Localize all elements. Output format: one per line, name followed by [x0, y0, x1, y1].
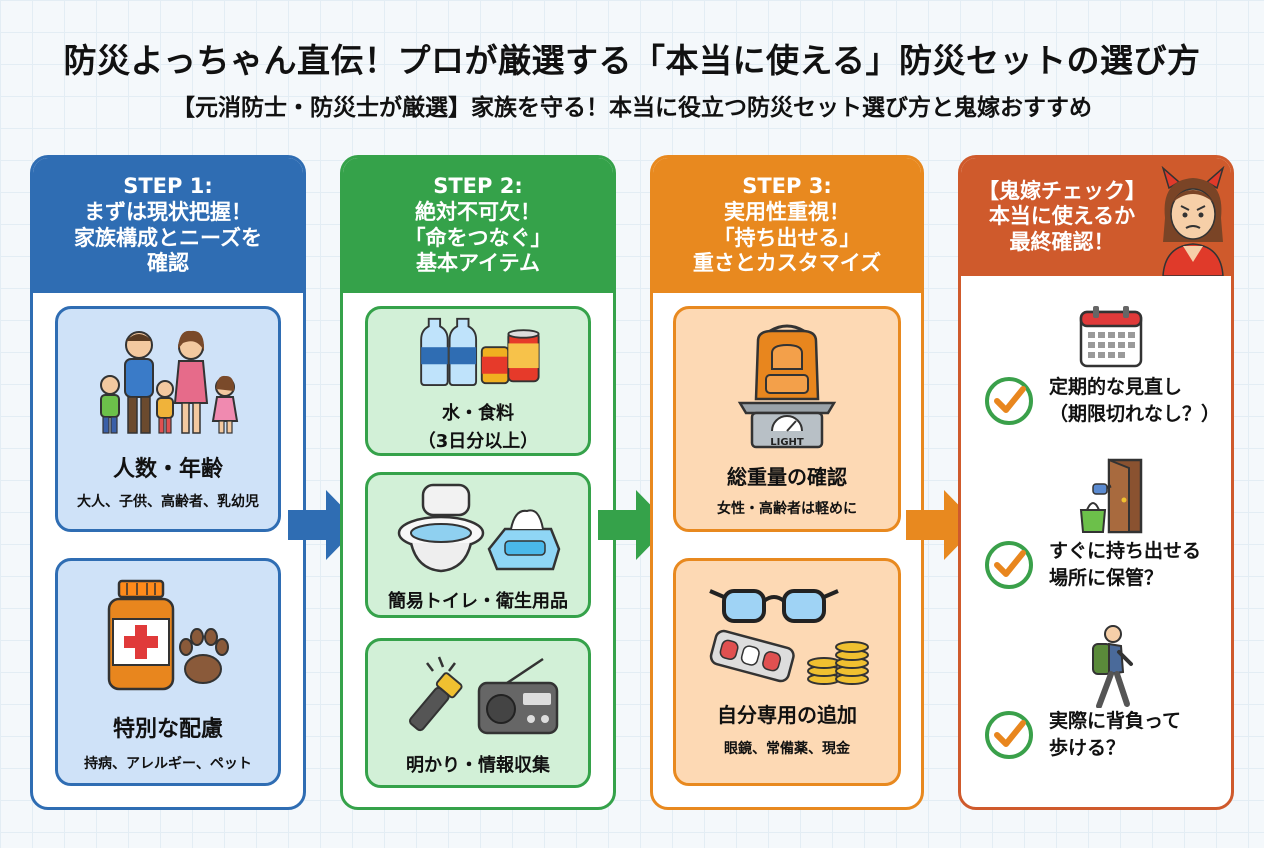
glasses-coins-icon — [709, 589, 869, 685]
water-food-icon — [420, 317, 540, 387]
step1-column: STEP 1: まずは現状把握！ 家族構成とニーズを 確認 — [30, 155, 306, 810]
step3-line2: 「持ち出せる」 — [713, 225, 861, 250]
flashlight-radio-icon — [408, 656, 559, 735]
card-title: 特別な配慮 — [112, 717, 223, 742]
step2-line1: 絶対不可欠！ — [415, 199, 541, 224]
check-text: 定期的な見直し （期限切れなし？） — [1049, 374, 1220, 427]
check-text: 実際に背負って 歩ける？ — [1049, 708, 1181, 761]
step4-line3: 最終確認！ — [1009, 229, 1115, 254]
step4-line1: 【鬼嫁チェック】 — [978, 178, 1146, 203]
card-subtitle: 大人、子供、高齢者、乳幼児 — [77, 494, 259, 510]
step1-line1: まずは現状把握！ — [84, 199, 252, 224]
calendar-icon — [1079, 306, 1143, 368]
step2-card-light-info: 明かり・情報収集 — [365, 638, 591, 788]
check-text-line1: 実際に背負って — [1049, 710, 1182, 732]
card-title: 簡易トイレ・衛生用品 — [388, 591, 568, 612]
step2-label: STEP 2: — [433, 174, 523, 199]
step3-label: STEP 3: — [742, 174, 832, 199]
check-text-line1: すぐに持ち出せる — [1049, 540, 1202, 562]
step3-header: STEP 3: 実用性重視！ 「持ち出せる」 重さとカスタマイズ — [653, 158, 921, 293]
check-text-line2: 場所に保管？ — [1049, 566, 1164, 589]
check-icon — [985, 710, 1033, 759]
card-subtitle: （3日分以上） — [417, 431, 539, 452]
check-text-line2: （期限切れなし？） — [1049, 402, 1221, 425]
card-subtitle: 女性・高齢者は軽めに — [717, 501, 857, 517]
page-title: 防災よっちゃん直伝！プロが厳選する「本当に使える」防災セットの選び方 — [63, 41, 1201, 80]
check-text: すぐに持ち出せる 場所に保管？ — [1049, 538, 1201, 591]
step1-header: STEP 1: まずは現状把握！ 家族構成とニーズを 確認 — [33, 158, 303, 293]
step2-card-toilet-hygiene: 簡易トイレ・衛生用品 — [365, 472, 591, 618]
medicine-paw-icon — [107, 579, 229, 691]
check-icon — [985, 376, 1033, 425]
card-subtitle: 眼鏡、常備薬、現金 — [724, 741, 850, 757]
step3-card-weight: LIGHT 総重量の確認 女性・高齢者は軽めに — [673, 306, 901, 532]
step3-line3: 重さとカスタマイズ — [692, 251, 882, 276]
check-item-review: 定期的な見直し （期限切れなし？） — [983, 374, 1220, 427]
check-item-storage: すぐに持ち出せる 場所に保管？ — [983, 538, 1201, 591]
card-title: 総重量の確認 — [727, 465, 847, 489]
toilet-tissue-icon — [397, 483, 561, 573]
card-title: 自分専用の追加 — [717, 703, 857, 727]
step1-line2: 家族構成とニーズを — [74, 225, 262, 250]
step3-card-personal: 自分専用の追加 眼鏡、常備薬、現金 — [673, 558, 901, 786]
step2-header: STEP 2: 絶対不可欠！ 「命をつなぐ」 基本アイテム — [343, 158, 613, 293]
card-title: 明かり・情報収集 — [406, 755, 550, 776]
backpack-scale-icon: LIGHT — [737, 324, 837, 449]
step1-label: STEP 1: — [123, 174, 213, 199]
door-bag-icon — [1079, 458, 1143, 534]
check-icon — [985, 540, 1033, 589]
step1-card-people: 人数・年齢 大人、子供、高齢者、乳幼児 — [55, 306, 281, 532]
step4-column: 【鬼嫁チェック】 本当に使えるか 最終確認！ 定期的な — [958, 155, 1234, 810]
check-item-walk: 実際に背負って 歩ける？ — [983, 708, 1181, 761]
check-text-line2: 歩ける？ — [1049, 736, 1126, 759]
card-title: 水・食料 — [442, 403, 514, 424]
step2-line2: 「命をつなぐ」 — [404, 225, 552, 250]
step2-column: STEP 2: 絶対不可欠！ 「命をつなぐ」 基本アイテム 水・食料 （3日分以… — [340, 155, 616, 810]
oniyome-avatar-icon — [1161, 166, 1225, 276]
step3-column: STEP 3: 実用性重視！ 「持ち出せる」 重さとカスタマイズ LIGHT 総… — [650, 155, 924, 810]
step2-line3: 基本アイテム — [416, 251, 540, 276]
check-text-line1: 定期的な見直し — [1049, 376, 1183, 398]
step1-card-special-care: 特別な配慮 持病、アレルギー、ペット — [55, 558, 281, 786]
step2-card-water-food: 水・食料 （3日分以上） — [365, 306, 591, 456]
page-subtitle: 【元消防士・防災士が厳選】家族を守る！本当に役立つ防災セット選び方と鬼嫁おすすめ — [172, 95, 1092, 121]
step4-line2: 本当に使えるか — [988, 204, 1136, 229]
card-title: 人数・年齢 — [112, 457, 223, 482]
family-icon — [100, 330, 239, 434]
hiker-icon — [1092, 625, 1133, 708]
step1-line3: 確認 — [147, 251, 189, 276]
scale-label: LIGHT — [770, 437, 804, 448]
step3-line1: 実用性重視！ — [724, 199, 850, 224]
card-subtitle: 持病、アレルギー、ペット — [84, 756, 252, 772]
